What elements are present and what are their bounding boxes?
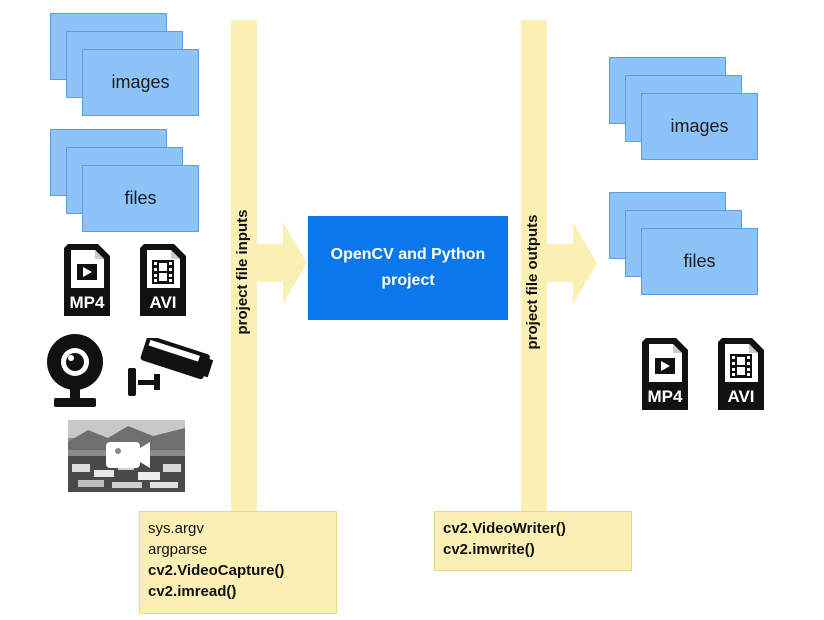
files-card: files <box>82 165 199 232</box>
code-line: cv2.imread() <box>148 583 237 600</box>
output-code-box: cv2.VideoWriter() cv2.imwrite() <box>434 511 632 571</box>
code-line: argparse <box>148 541 208 558</box>
mp4-text: MP4 <box>648 387 684 406</box>
images-label: images <box>670 116 729 136</box>
avi-text: AVI <box>149 293 176 312</box>
mp4-file-icon: MP4 <box>64 244 110 316</box>
input-code-box: sys.argv argparse cv2.VideoCapture() cv2… <box>139 511 337 614</box>
security-camera-icon <box>128 338 214 396</box>
project-title-line2: project <box>381 272 435 289</box>
outputs-bar-label: project file outputs <box>524 214 541 350</box>
code-line: cv2.VideoWriter() <box>443 520 566 537</box>
project-title-line1: OpenCV and Python <box>330 246 486 263</box>
arrow-right-icon <box>547 222 597 304</box>
mp4-file-icon: MP4 <box>642 338 688 410</box>
code-line: cv2.imwrite() <box>443 541 535 558</box>
arrow-right-icon <box>257 222 307 304</box>
code-line: cv2.VideoCapture() <box>148 562 285 579</box>
code-line: sys.argv <box>148 520 204 537</box>
images-card: images <box>82 49 199 116</box>
inputs-bar-label: project file inputs <box>234 209 251 335</box>
webcam-icon <box>47 334 103 407</box>
outputs-bar <box>521 20 547 515</box>
images-card: images <box>641 93 758 160</box>
avi-file-icon: AVI <box>140 244 186 316</box>
inputs-bar <box>231 20 257 515</box>
files-card: files <box>641 228 758 295</box>
project-box: OpenCV and Python project <box>308 216 508 320</box>
video-photo-icon <box>68 420 185 492</box>
avi-file-icon: AVI <box>718 338 764 410</box>
avi-text: AVI <box>727 387 754 406</box>
files-label: files <box>124 188 157 208</box>
files-label: files <box>683 251 716 271</box>
mp4-text: MP4 <box>70 293 106 312</box>
images-label: images <box>111 72 170 92</box>
